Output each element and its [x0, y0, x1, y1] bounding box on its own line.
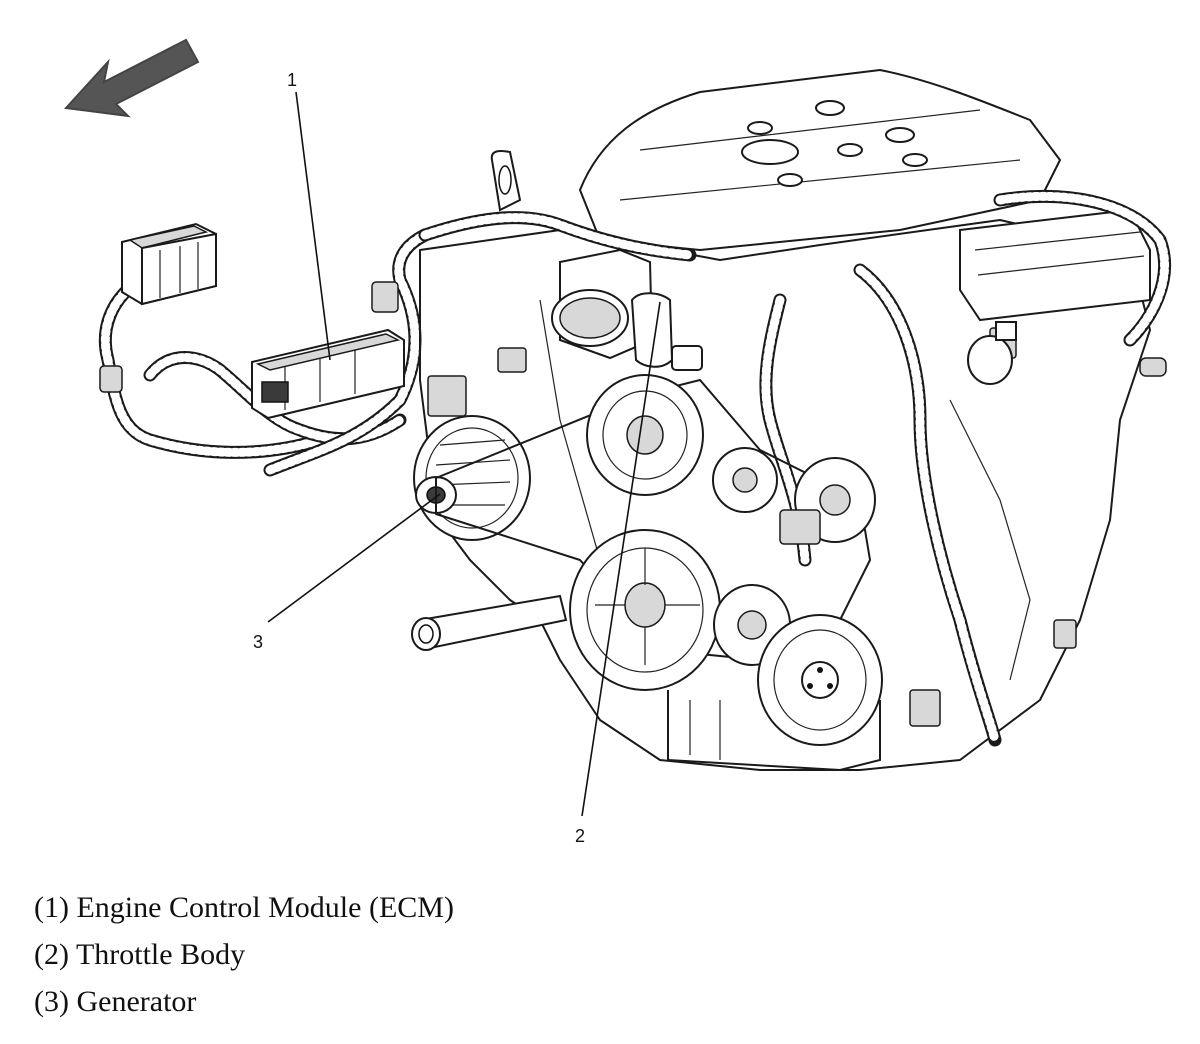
drive-belt: [435, 379, 871, 661]
legend-item-throttle-body: (2) Throttle Body: [34, 938, 246, 971]
pulleys: [569, 374, 883, 746]
coolant-pipe: [411, 594, 568, 651]
sensor-connectors: [371, 281, 1167, 727]
throttle-body: [551, 248, 703, 371]
generator: [413, 415, 531, 541]
callout-2-number: 2: [575, 826, 585, 846]
engine-diagram: 1 2 3: [63, 38, 1171, 846]
engine-control-module: [251, 328, 405, 420]
legend: (1) Engine Control Module (ECM) (2) Thro…: [34, 884, 734, 1025]
legend-item-generator: (3) Generator: [34, 985, 197, 1018]
callout-1-leader: [295, 91, 331, 361]
legend-item-ecm: (1) Engine Control Module (ECM): [34, 891, 454, 924]
callout-1-number: 1: [287, 70, 297, 90]
callout-3-leader: [267, 493, 441, 623]
ecm-connector: [99, 222, 217, 393]
callout-2-leader: [581, 301, 661, 817]
callout-3-number: 3: [253, 632, 263, 652]
front-direction-arrow-icon: [63, 38, 200, 118]
